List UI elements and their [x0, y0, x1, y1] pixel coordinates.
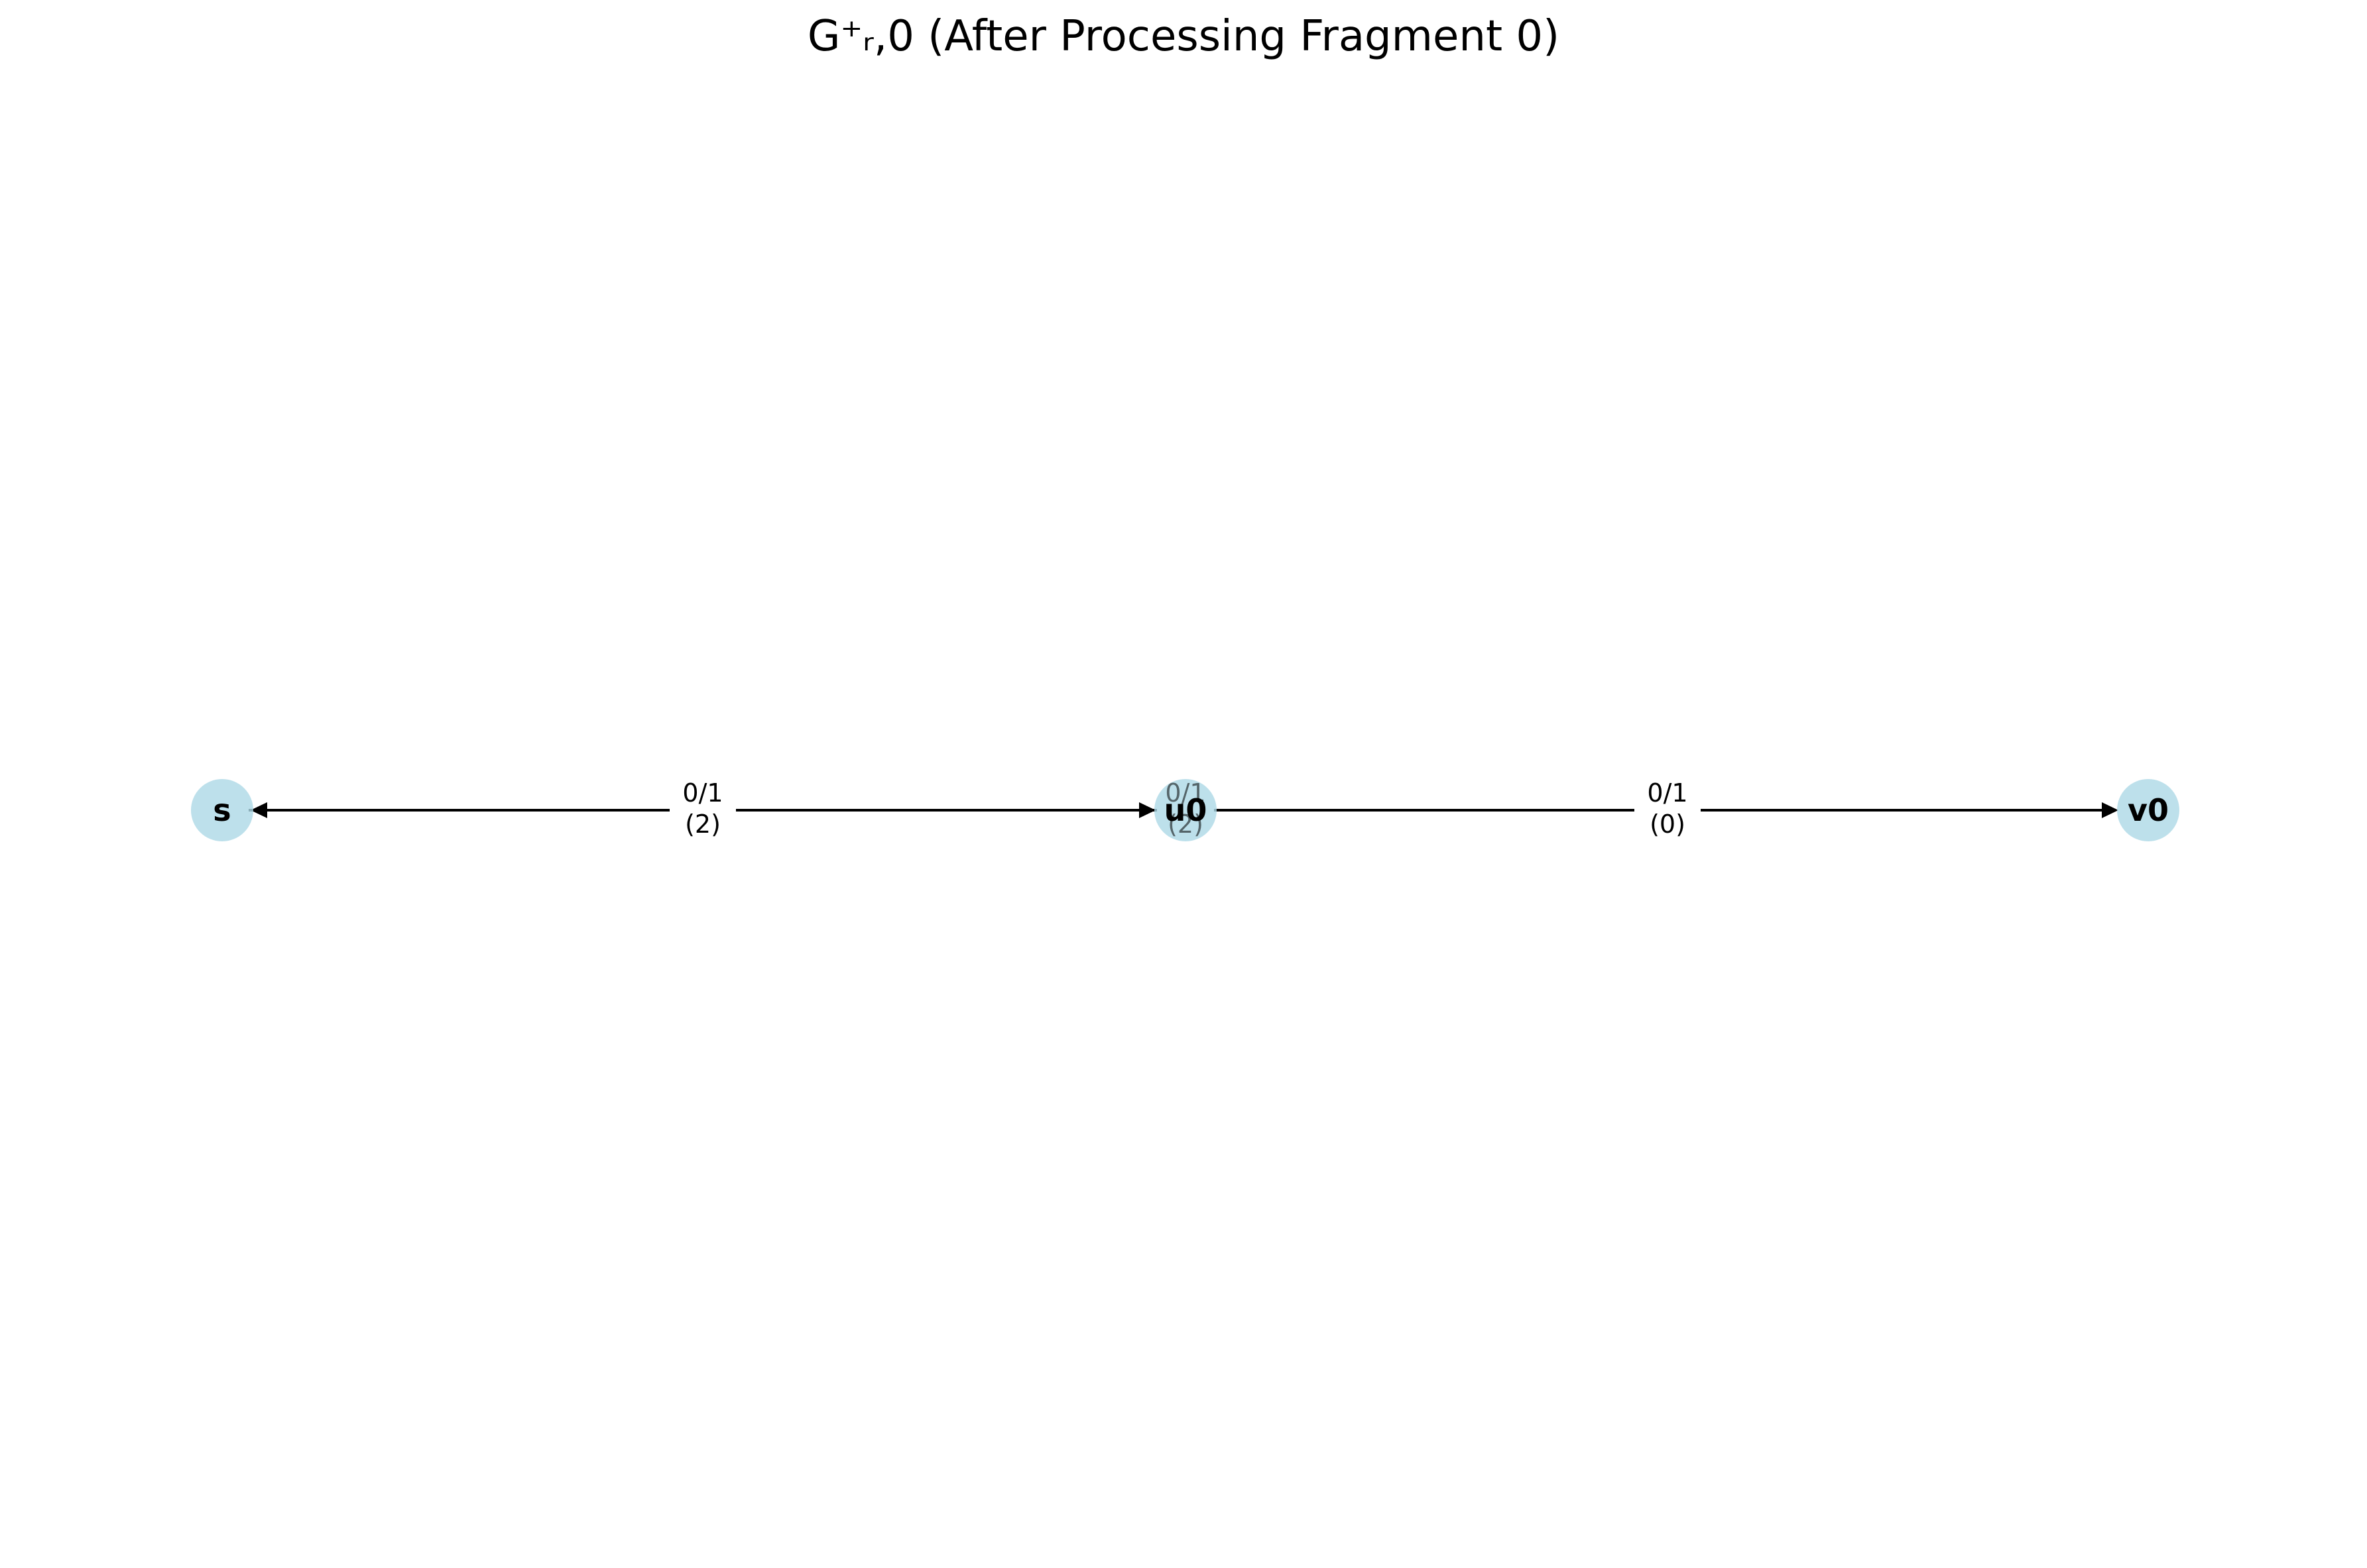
edge-label-u0-s-flow: 0/1 [1165, 778, 1205, 808]
edge-label-u0-v0: 0/1 (0) [1634, 776, 1701, 845]
edge-label-u0-s-cost: (2) [1168, 810, 1203, 839]
edge-labels-layer: 0/1 (2) 0/1 (0) [670, 776, 1701, 845]
node-u0-circle [1154, 779, 1217, 841]
edge-label-s-u0-flow: 0/1 [682, 778, 723, 808]
edge-label-u0-v0-flow: 0/1 [1647, 778, 1687, 808]
edge-label-s-u0-cost: (2) [685, 810, 721, 839]
node-s: s [191, 779, 253, 841]
diagram-title: G⁺ᵣ,0 (After Processing Fragment 0) [808, 12, 1559, 61]
nodes-layer: s 0/1 (2) u0 v0 [191, 778, 2179, 841]
node-v0: v0 [2117, 779, 2179, 841]
node-u0-label: u0 [1164, 792, 1207, 828]
edge-label-u0-v0-cost: (0) [1650, 810, 1685, 839]
node-s-label: s [213, 792, 231, 828]
edge-u0-to-v0-arrowhead [2102, 802, 2118, 818]
edge-label-s-u0: 0/1 (2) [670, 776, 736, 845]
node-v0-label: v0 [2128, 792, 2169, 828]
node-u0: 0/1 (2) u0 [1154, 778, 1217, 841]
node-s-circle [191, 779, 253, 841]
edge-s-to-u0-arrowhead [1139, 802, 1156, 818]
node-v0-circle [2117, 779, 2179, 841]
